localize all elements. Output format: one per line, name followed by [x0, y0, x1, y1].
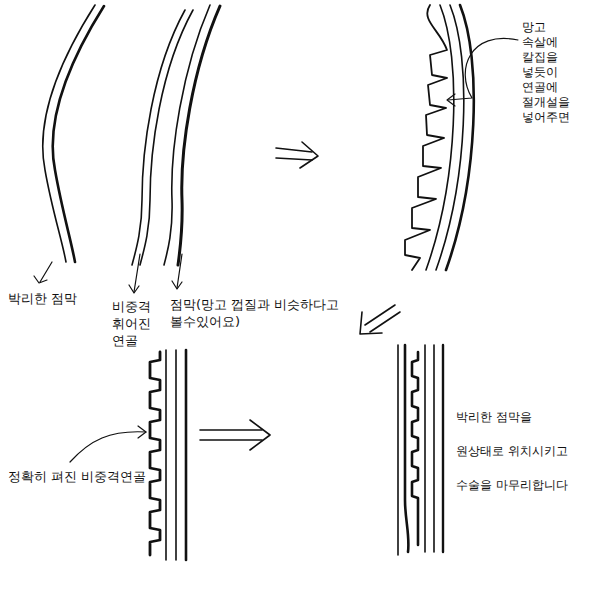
part-label: 박리한 점막 [8, 290, 118, 307]
note-label: 박리한 점막을 원상태로 위치시키고 수술을 마무리합니다 [456, 400, 580, 502]
part-label: 정확히 펴진 비중격연골 [8, 468, 178, 485]
note-label: 망고 속살에 칼집을 넣듯이 연골에 절개설을 넣어주면 [522, 20, 580, 125]
part-label: 점막(망고 껍질과 비슷하다고 볼수있어요) [170, 296, 365, 330]
part-label: 비중격 휘어진 연골 [112, 298, 158, 349]
